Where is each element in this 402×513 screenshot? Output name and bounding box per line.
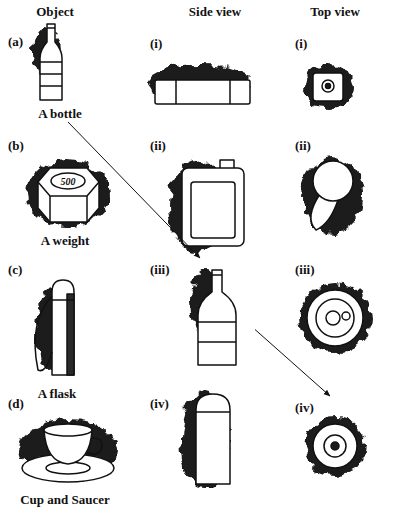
weight-edges	[50, 196, 87, 222]
flask-shading	[67, 294, 74, 375]
cup-rim	[44, 424, 92, 436]
item-letter: (b)	[8, 138, 38, 153]
side-view-item: (i)	[145, 30, 260, 115]
center-dot	[331, 442, 339, 450]
item-letter: (iv)	[150, 396, 190, 411]
outer-circle	[313, 424, 357, 468]
top-view-item: (ii)	[290, 135, 375, 245]
box-outline	[155, 80, 250, 104]
top-circle	[313, 161, 353, 201]
arrow-connector	[68, 122, 200, 258]
cup-top-sketch	[299, 284, 371, 352]
jar-sketch	[168, 159, 244, 251]
weight-sketch	[26, 161, 110, 227]
bottle-outline	[40, 24, 62, 100]
cap-circle	[322, 80, 334, 92]
item-letter: (iv)	[295, 400, 335, 415]
item-letter: (a)	[8, 34, 38, 49]
flask-sketch	[35, 280, 74, 375]
jar-panel	[191, 182, 235, 238]
bottle-bands	[198, 275, 236, 342]
handle-top-sketch	[302, 158, 362, 234]
item-caption: A weight	[20, 233, 110, 248]
saucer-circle	[307, 290, 363, 346]
bottle-side-sketch	[191, 270, 236, 365]
bottle-sketch	[33, 24, 62, 100]
flask-side-sketch	[180, 392, 230, 488]
side-view-item: (iii)	[145, 258, 255, 368]
object-item: (c) A flask	[5, 258, 110, 403]
cup-rim-circle	[316, 299, 354, 337]
top-view-item: (iv)	[290, 396, 375, 486]
handle-circle	[342, 312, 350, 320]
column-heading: Top view	[285, 4, 385, 19]
flask-strap	[35, 296, 52, 371]
item-letter: (iii)	[150, 262, 190, 277]
item-letter: (ii)	[295, 138, 335, 153]
side-view-item: (iv)	[145, 392, 255, 497]
column-heading: Side view	[165, 4, 265, 19]
ink-shading	[304, 417, 366, 475]
flask-cap-line	[196, 411, 230, 413]
flask-body	[196, 394, 230, 484]
flask-body	[52, 280, 74, 375]
item-letter: (i)	[150, 36, 190, 51]
item-letter: (c)	[8, 262, 38, 277]
ink-shading	[26, 161, 110, 227]
top-view-item: (iii)	[290, 258, 375, 358]
item-caption: A bottle	[15, 106, 105, 121]
item-letter: (iii)	[295, 262, 335, 277]
column-heading: Object	[5, 4, 105, 19]
ink-shading	[299, 284, 371, 352]
item-letter: (i)	[295, 36, 335, 51]
flask-top-sketch	[304, 417, 366, 475]
box-segments	[176, 80, 230, 104]
weight-top-face	[38, 168, 99, 196]
flat-box-sketch	[148, 64, 252, 104]
side-view-item: (ii)	[145, 135, 260, 250]
item-caption: A flask	[12, 386, 102, 401]
bottle-bands	[40, 28, 62, 86]
arrow-connector	[255, 330, 330, 397]
cap-dot	[326, 84, 331, 89]
ink-shading	[302, 158, 362, 234]
item-letter: (ii)	[150, 138, 190, 153]
jar-body	[182, 168, 244, 246]
object-item: (d) Cup and Saucer	[5, 392, 130, 510]
weight-label-oval	[51, 173, 85, 189]
flask-cap-line	[52, 299, 74, 301]
square-top-sketch	[303, 65, 353, 109]
object-item: (a) A bottle	[5, 22, 105, 122]
item-letter: (d)	[8, 396, 38, 411]
square-outline	[313, 73, 343, 101]
object-item: (b) A weight	[5, 135, 110, 250]
ink-shading	[303, 65, 353, 109]
top-view-item: (i)	[290, 30, 375, 115]
cup-base-circle	[326, 311, 340, 325]
bottle-outline	[198, 270, 236, 365]
cup-saucer-sketch	[18, 420, 118, 482]
weight-marking: 500	[51, 174, 85, 189]
ink-shading	[180, 392, 230, 488]
item-caption: Cup and Saucer	[5, 492, 125, 507]
inner-circle	[324, 435, 346, 457]
